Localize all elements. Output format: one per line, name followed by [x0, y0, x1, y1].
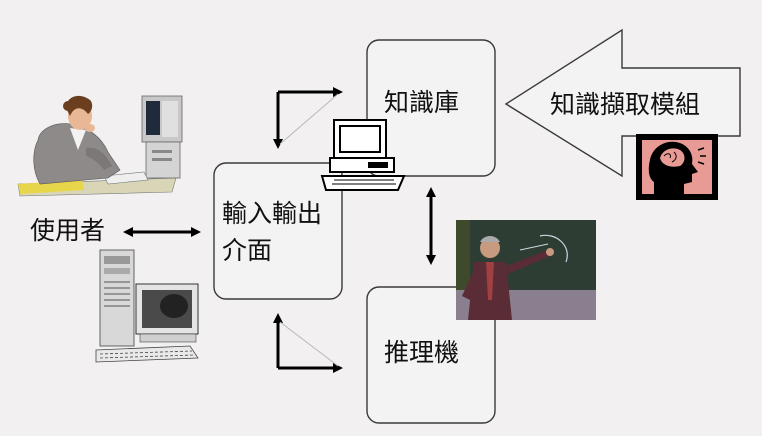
- io-interface-box: [213, 162, 343, 300]
- lecturer-at-chalkboard-photo: [456, 220, 596, 320]
- knowledge-acquisition-label: 知識擷取模組: [550, 90, 700, 119]
- inference-io-arrow: [273, 313, 343, 373]
- computer-clipart: [320, 119, 406, 191]
- user-label: 使用者: [30, 216, 105, 245]
- io-knowledge-arrow: [273, 87, 343, 149]
- desktop-computer-clipart: [95, 249, 199, 363]
- head-with-brain-icon: [636, 134, 718, 200]
- knowledge-base-box: [366, 39, 496, 177]
- io-interface-label-line1: 輸入輸出: [222, 199, 322, 228]
- woman-at-computer-clipart: [17, 95, 183, 197]
- inference-engine-box: [366, 286, 496, 424]
- knowledge-base-label: 知識庫: [384, 88, 459, 117]
- io-interface-label-line2: 介面: [222, 236, 272, 265]
- inference-engine-label: 推理機: [384, 338, 459, 367]
- knowledge-acquisition-arrow: [504, 28, 741, 178]
